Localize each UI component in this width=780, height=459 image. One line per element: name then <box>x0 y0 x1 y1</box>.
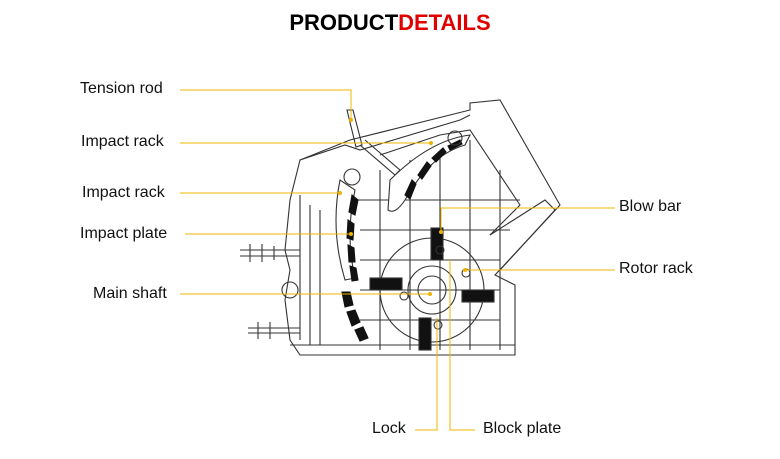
pivot-upper <box>343 168 361 186</box>
frame-bottom <box>290 344 515 356</box>
pivot-left <box>281 281 299 299</box>
blow-bar-left <box>369 277 403 291</box>
hood-panel <box>379 129 521 236</box>
leader-dots <box>338 118 467 296</box>
bolt-upper <box>240 244 300 262</box>
leader-block-plate <box>449 260 475 431</box>
pivot-top <box>447 130 463 146</box>
blow-bar-right <box>461 289 495 303</box>
label-impact-rack-lower: Impact rack <box>82 184 165 201</box>
frame-left <box>299 195 321 345</box>
label-tension-rod: Tension rod <box>80 80 163 97</box>
tension-rod-shape <box>346 109 363 148</box>
dot-impact-rack-1 <box>429 141 433 145</box>
dot-tension-rod <box>349 118 353 122</box>
rotor-pin-1 <box>399 291 409 301</box>
title-part-details: DETAILS <box>398 10 491 35</box>
label-impact-plate: Impact plate <box>80 225 168 242</box>
dot-blow-bar <box>439 230 443 234</box>
lower-plate-teeth <box>341 291 369 342</box>
label-rotor-rack: Rotor rack <box>619 260 693 277</box>
main-shaft-circle <box>417 275 447 305</box>
leader-lines <box>180 89 615 431</box>
dot-impact-rack-2 <box>338 191 342 195</box>
rotor-pin-2 <box>433 320 443 330</box>
blow-bar-bottom <box>418 317 432 351</box>
upper-hood <box>299 114 471 161</box>
crusher-drawing <box>240 99 561 356</box>
side-chute <box>489 199 556 271</box>
dot-main-shaft <box>428 292 432 296</box>
label-blow-bar: Blow bar <box>619 198 682 215</box>
dot-rotor-rack <box>463 268 467 272</box>
leader-tension-rod <box>180 89 352 120</box>
impact-plate-teeth <box>346 193 359 282</box>
bolt-lower <box>248 322 300 339</box>
blow-bar-top <box>430 227 444 261</box>
rotor-pin-4 <box>435 245 445 255</box>
label-block-plate: Block plate <box>483 420 562 437</box>
label-main-shaft: Main shaft <box>93 285 167 302</box>
label-impact-rack-upper: Impact rack <box>81 133 164 150</box>
rotor-inner-ring <box>407 265 457 315</box>
tension-rod-link <box>359 139 401 176</box>
upper-impact-teeth <box>404 139 463 200</box>
page-title: PRODUCTDETAILS <box>0 10 780 36</box>
leader-lock <box>415 318 438 431</box>
housing-outline <box>284 99 561 356</box>
dot-impact-plate <box>349 232 353 236</box>
title-part-product: PRODUCT <box>289 10 399 35</box>
label-lock: Lock <box>372 420 406 437</box>
leader-blow-bar <box>440 207 615 232</box>
